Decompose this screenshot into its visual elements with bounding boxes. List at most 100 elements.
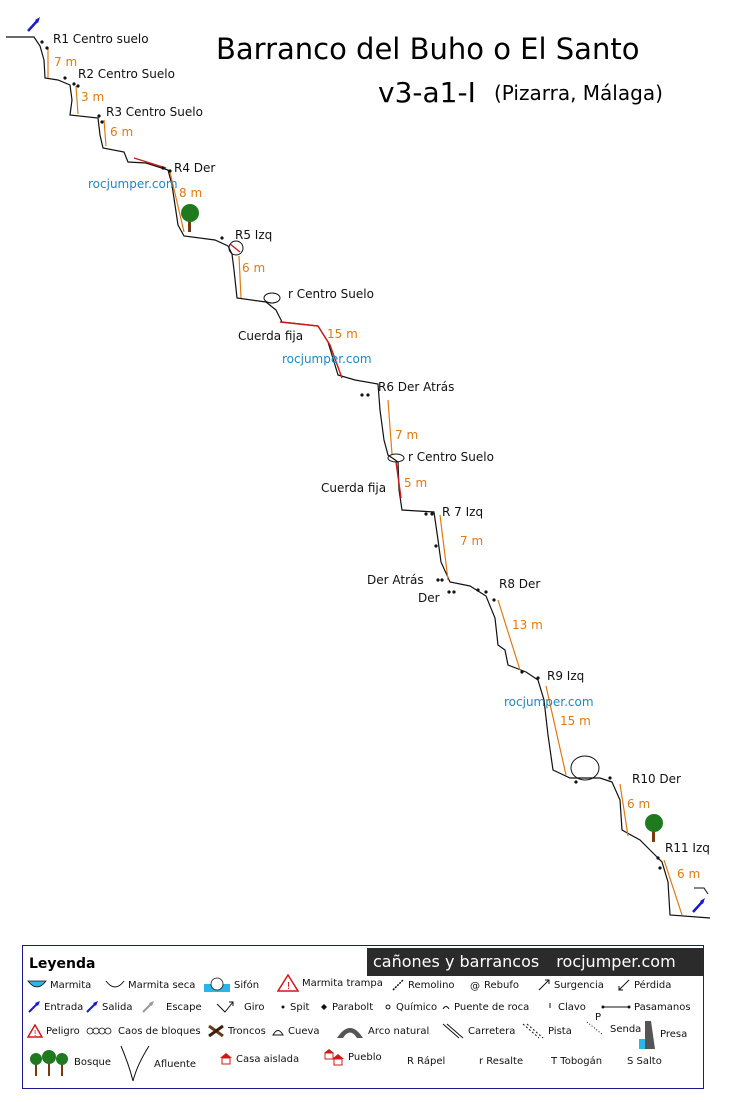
legend-afluente: Afluente <box>119 1044 196 1084</box>
road-icon <box>442 1023 464 1039</box>
legend-marmita-seca: Marmita seca <box>105 976 195 994</box>
legend-surgencia: Surgencia <box>537 976 604 994</box>
topo-label-r7: R 7 Izq <box>442 505 483 519</box>
rebufo-icon: @ <box>470 981 480 991</box>
legend-giro: Giro <box>215 998 265 1016</box>
rappel-lines <box>47 48 683 916</box>
legend-clavo: Clavo <box>545 998 586 1016</box>
fixed-rope-lines <box>133 157 402 499</box>
legend-remolino: Remolino <box>391 976 455 994</box>
spring-icon <box>538 979 550 991</box>
rock-bridge-icon <box>442 1006 450 1010</box>
svg-text:!: ! <box>287 981 291 992</box>
tree-icon <box>181 204 199 232</box>
escape-icon <box>142 1001 154 1013</box>
dry-pothole-icon <box>105 980 125 988</box>
marmita-icon <box>27 980 47 988</box>
grade-label: v3-a1-I <box>378 76 476 109</box>
legend-arco: Arco natural <box>335 1022 429 1040</box>
topo-label-m2: 3 m <box>81 90 104 104</box>
location-label: (Pizarra, Málaga) <box>494 81 663 105</box>
path-icon: P <box>586 1012 604 1036</box>
handline-icon <box>601 1005 631 1009</box>
topo-label-cf1: Cuerda fija <box>238 329 303 343</box>
brand-left: cañones y barrancos <box>373 952 540 971</box>
topo-label-rc1: r Centro Suelo <box>288 287 374 301</box>
legend-salida: Salida <box>85 998 133 1016</box>
legend-pista: Pista <box>521 1022 572 1040</box>
legend-pueblo: Pueblo <box>323 1048 382 1066</box>
topo-label-r8: R8 Der <box>499 577 540 591</box>
legend-rapel: R Rápel <box>407 1055 446 1067</box>
topo-label-r9: R9 Izq <box>547 669 584 683</box>
topo-label-w1: rocjumper.com <box>88 177 178 191</box>
track-icon <box>522 1023 544 1039</box>
legend-quimico: Químico <box>383 998 437 1016</box>
logs-icon <box>208 1024 224 1038</box>
anchor-marks <box>40 40 662 870</box>
topo-label-m9: 7 m <box>460 534 483 548</box>
legend-casa: Casa aislada <box>219 1050 299 1068</box>
natural-arch-icon <box>337 1028 363 1038</box>
parabolt-icon <box>321 1004 327 1010</box>
legend-tobogan: T Tobogán <box>551 1055 603 1067</box>
senda-letter: P <box>595 1012 601 1023</box>
legend-peligro: ! Peligro <box>27 1022 80 1040</box>
topo-label-m11: 15 m <box>560 714 591 728</box>
topo-label-cf2: Cuerda fija <box>321 481 386 495</box>
dam-icon <box>639 1021 655 1049</box>
cave-icon <box>272 1030 284 1036</box>
chemical-anchor-icon <box>385 1004 391 1010</box>
brand-banner: cañones y barrancos rocjumper.com <box>367 948 703 976</box>
exit-icon <box>86 1001 98 1013</box>
legend-spit: Spit <box>279 998 309 1016</box>
legend-rebufo: @ Rebufo <box>470 979 519 992</box>
topo-label-r4: R4 Der <box>174 161 215 175</box>
topo-label-m7: 7 m <box>395 428 418 442</box>
exit-arrow-icon <box>692 887 709 913</box>
legend-troncos: Troncos <box>207 1022 266 1040</box>
topo-label-r3: R3 Centro Suelo <box>106 105 203 119</box>
topo-label-m12: 6 m <box>627 797 650 811</box>
canyon-topo-diagram: R1 Centro suelo R2 Centro Suelo R3 Centro … <box>6 17 711 919</box>
topo-label-m13: 6 m <box>677 867 700 881</box>
topo-label-m3: 6 m <box>110 125 133 139</box>
topo-label-m10: 13 m <box>512 618 543 632</box>
legend-salto: S Salto <box>627 1055 662 1067</box>
legend-parabolt: Parabolt <box>319 998 373 1016</box>
house-icon <box>220 1053 232 1065</box>
legend-sifon: Sifón <box>203 976 259 994</box>
legend: Leyenda cañones y barrancos rocjumper.co… <box>22 945 704 1089</box>
whirlpool-icon <box>392 979 404 991</box>
sink-icon <box>618 979 630 991</box>
pothole-icons <box>228 240 600 781</box>
svg-text:@: @ <box>470 981 480 991</box>
topo-label-r10: R10 Der <box>632 772 681 786</box>
legend-carretera: Carretera <box>441 1022 515 1040</box>
entry-arrow-icon <box>27 17 40 32</box>
spit-icon <box>281 1005 285 1009</box>
topo-label-der: Der <box>418 591 440 605</box>
turn-icon <box>216 1001 234 1013</box>
legend-cueva: Cueva <box>271 1022 320 1040</box>
legend-presa: Presa <box>637 1016 687 1052</box>
topo-label-r1: R1 Centro suelo <box>53 32 149 46</box>
boulder-chaos-icon <box>86 1027 112 1035</box>
topo-label-da: Der Atrás <box>367 573 424 587</box>
topo-label-r6: R6 Der Atrás <box>378 380 454 394</box>
danger-icon: ! <box>27 1024 43 1038</box>
trap-pothole-icon: ! <box>277 974 299 992</box>
topo-label-r2: R2 Centro Suelo <box>78 67 175 81</box>
topo-label-w2: rocjumper.com <box>282 352 372 366</box>
topo-label-m6: 15 m <box>327 327 358 341</box>
forest-icon <box>30 1050 68 1076</box>
topo-label-w3: rocjumper.com <box>504 695 594 709</box>
tributary-icon <box>120 1045 150 1082</box>
topo-label-m4: 8 m <box>179 186 202 200</box>
legend-marmita-trampa: ! Marmita trampa <box>277 974 383 992</box>
brand-right: rocjumper.com <box>556 952 676 971</box>
legend-marmita: Marmita <box>27 976 91 994</box>
legend-entrada: Entrada <box>27 998 83 1016</box>
tree-icon <box>645 814 663 842</box>
legend-escape: Escape <box>141 998 202 1016</box>
